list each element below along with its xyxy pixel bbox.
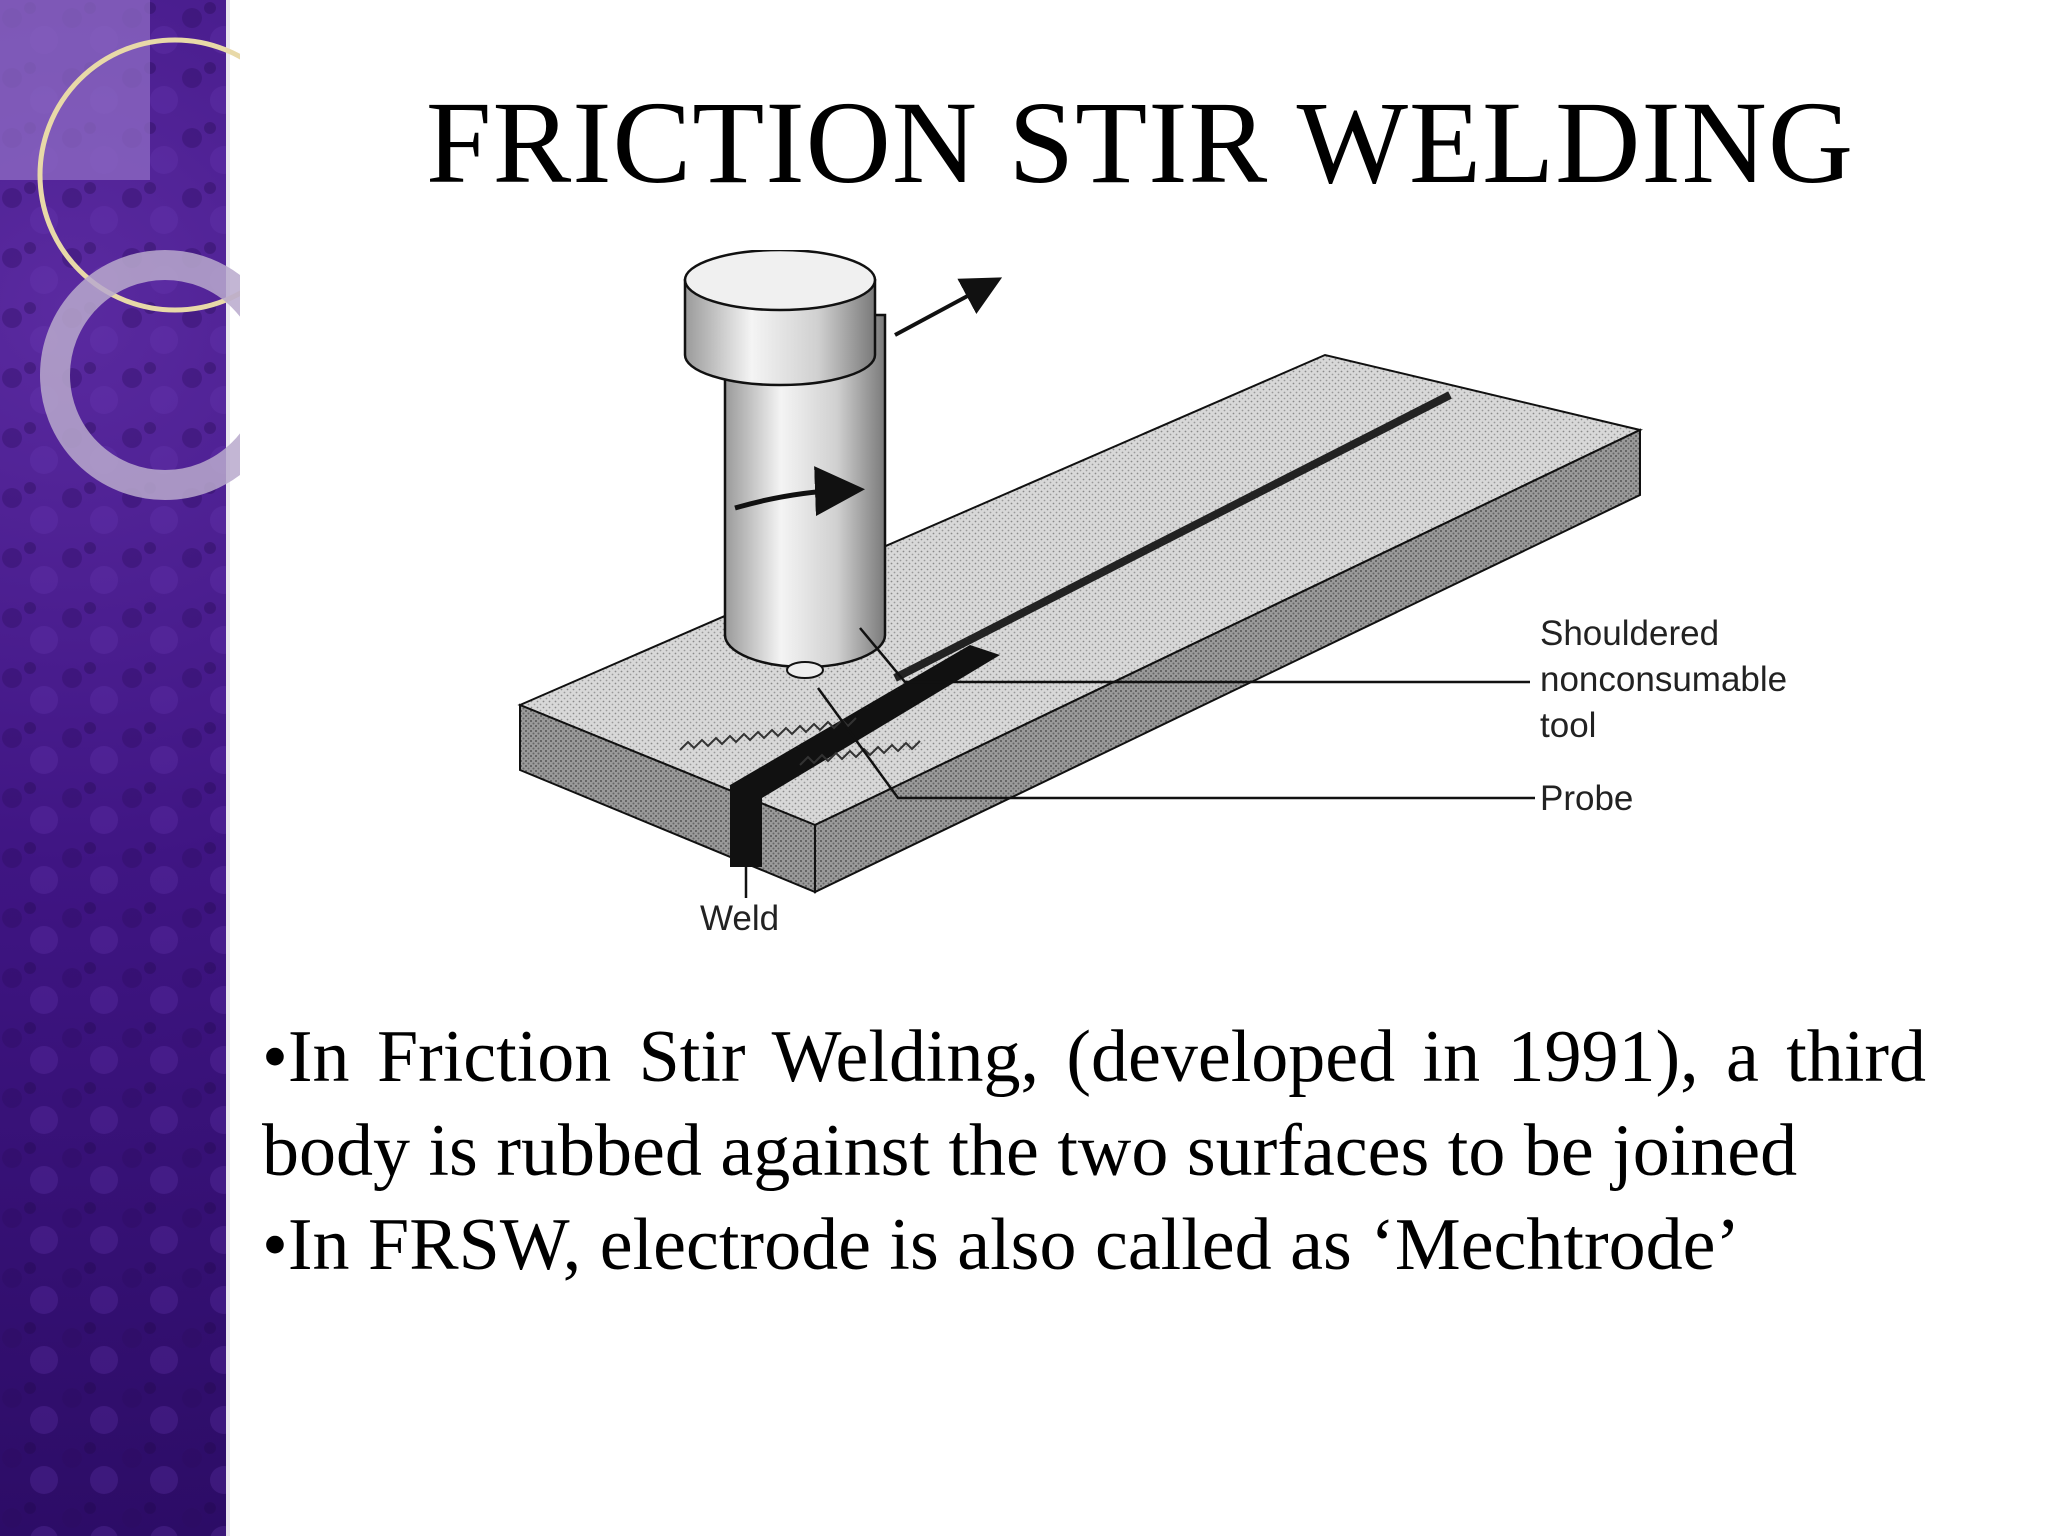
- bullet-item: •In Friction Stir Welding, (developed in…: [262, 1016, 1926, 1192]
- weld-cross-section: [730, 785, 762, 867]
- diagram-svg: Shouldered nonconsumable tool Probe Weld: [517, 248, 1797, 938]
- bullet-item: •In FRSW, electrode is also called as ‘M…: [262, 1204, 1741, 1286]
- joint-line: [893, 391, 1452, 682]
- rotation-arrow: [734, 466, 865, 517]
- slide-body: •In Friction Stir Welding, (developed in…: [262, 1010, 1926, 1292]
- probe-label: Probe: [1540, 779, 1633, 818]
- tool-label: Shouldered nonconsumable tool: [1540, 614, 1797, 745]
- tool-label-line-1: Shouldered: [1540, 614, 1719, 653]
- weld-ripples: [679, 717, 857, 751]
- sidebar-edge: [226, 0, 230, 1536]
- friction-stir-welding-diagram: Shouldered nonconsumable tool Probe Weld: [500, 248, 1900, 950]
- weld-ripples-lower: [799, 740, 921, 766]
- decorative-circles: [0, 0, 240, 500]
- travel-arrow: [894, 277, 1003, 337]
- slide-title: FRICTION STIR WELDING: [425, 77, 1855, 208]
- tool-holder-top: [683, 248, 877, 312]
- tool-label-line-2: nonconsumable: [1540, 660, 1787, 699]
- plate-side: [814, 428, 1641, 894]
- tool-label-line-3: tool: [1540, 706, 1596, 745]
- weld-label: Weld: [700, 899, 779, 938]
- tool-leader-line: [859, 627, 1530, 684]
- probe-leader-line: [816, 687, 1535, 800]
- probe-tip: [786, 661, 824, 679]
